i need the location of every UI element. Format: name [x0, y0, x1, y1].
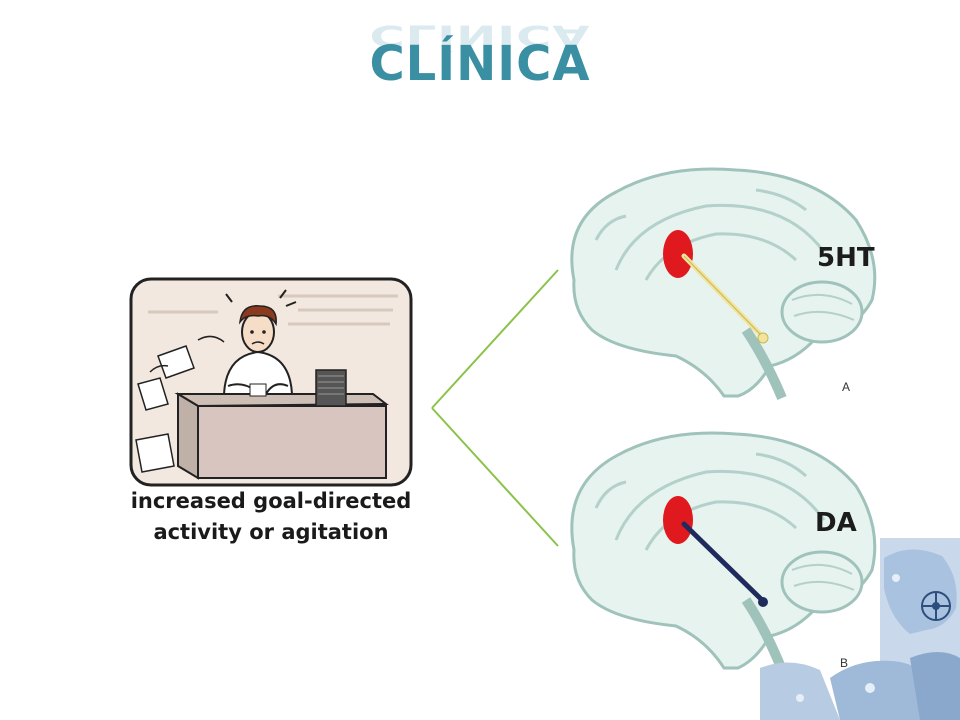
brain-diagram-dopamine: [570, 431, 877, 672]
brainstem: [741, 597, 787, 672]
deco-head-left: [760, 662, 840, 720]
nucleus-red: [663, 496, 693, 544]
bracket-connector: [431, 269, 559, 547]
man-mouth: [251, 341, 265, 345]
label-5ht: 5HT: [817, 243, 875, 273]
connector-line-bottom: [431, 407, 559, 547]
desk-front: [197, 405, 387, 479]
deco-head-top: [884, 549, 957, 634]
brain-gyri: [594, 452, 826, 551]
serotonin-pathway-edge: [683, 255, 763, 337]
title-area: CLÍNICA: [0, 36, 960, 92]
dopamine-terminal: [758, 597, 768, 607]
slide-title: CLÍNICA: [369, 36, 591, 92]
man-eye-left: [250, 330, 254, 334]
panel-letter-a: A: [842, 380, 851, 394]
panel-letter-b: B: [840, 656, 849, 670]
nucleus-red: [663, 230, 693, 278]
brain-gyri: [594, 188, 826, 281]
deco-dots: [796, 574, 900, 702]
man-arm-right: [265, 383, 289, 395]
deco-gear-spokes: [922, 592, 950, 620]
man-eye-right: [262, 330, 266, 334]
brain-diagram-serotonin: [570, 167, 877, 400]
deco-head-middle: [830, 660, 936, 720]
stress-marks: [225, 289, 297, 307]
brainstem: [741, 327, 787, 400]
motion-lines: [149, 335, 225, 373]
man-hair: [238, 305, 277, 327]
illustration-caption: increased goal-directed activity or agit…: [104, 486, 438, 548]
label-da: DA: [815, 508, 857, 538]
cerebellum-folds: [791, 293, 855, 321]
desk-top: [174, 393, 389, 408]
desk-side: [177, 392, 199, 480]
serotonin-terminal: [757, 332, 769, 344]
decorative-heads-corner-art: [760, 538, 960, 720]
flying-papers: [135, 345, 195, 473]
dopamine-pathway: [681, 521, 765, 603]
agitated-man-illustration: [129, 277, 413, 487]
wall-texture: [148, 294, 398, 326]
caption-line-1: increased goal-directed: [130, 489, 412, 513]
connector-line-top: [431, 269, 559, 409]
file-stack-lines: [318, 375, 344, 395]
cerebellum-folds: [791, 563, 855, 591]
caption-line-2: activity or agitation: [153, 520, 389, 544]
deco-head-right: [910, 652, 960, 720]
notepad: [249, 383, 267, 397]
slide-title-reflection: CLÍNICA: [369, 18, 591, 52]
